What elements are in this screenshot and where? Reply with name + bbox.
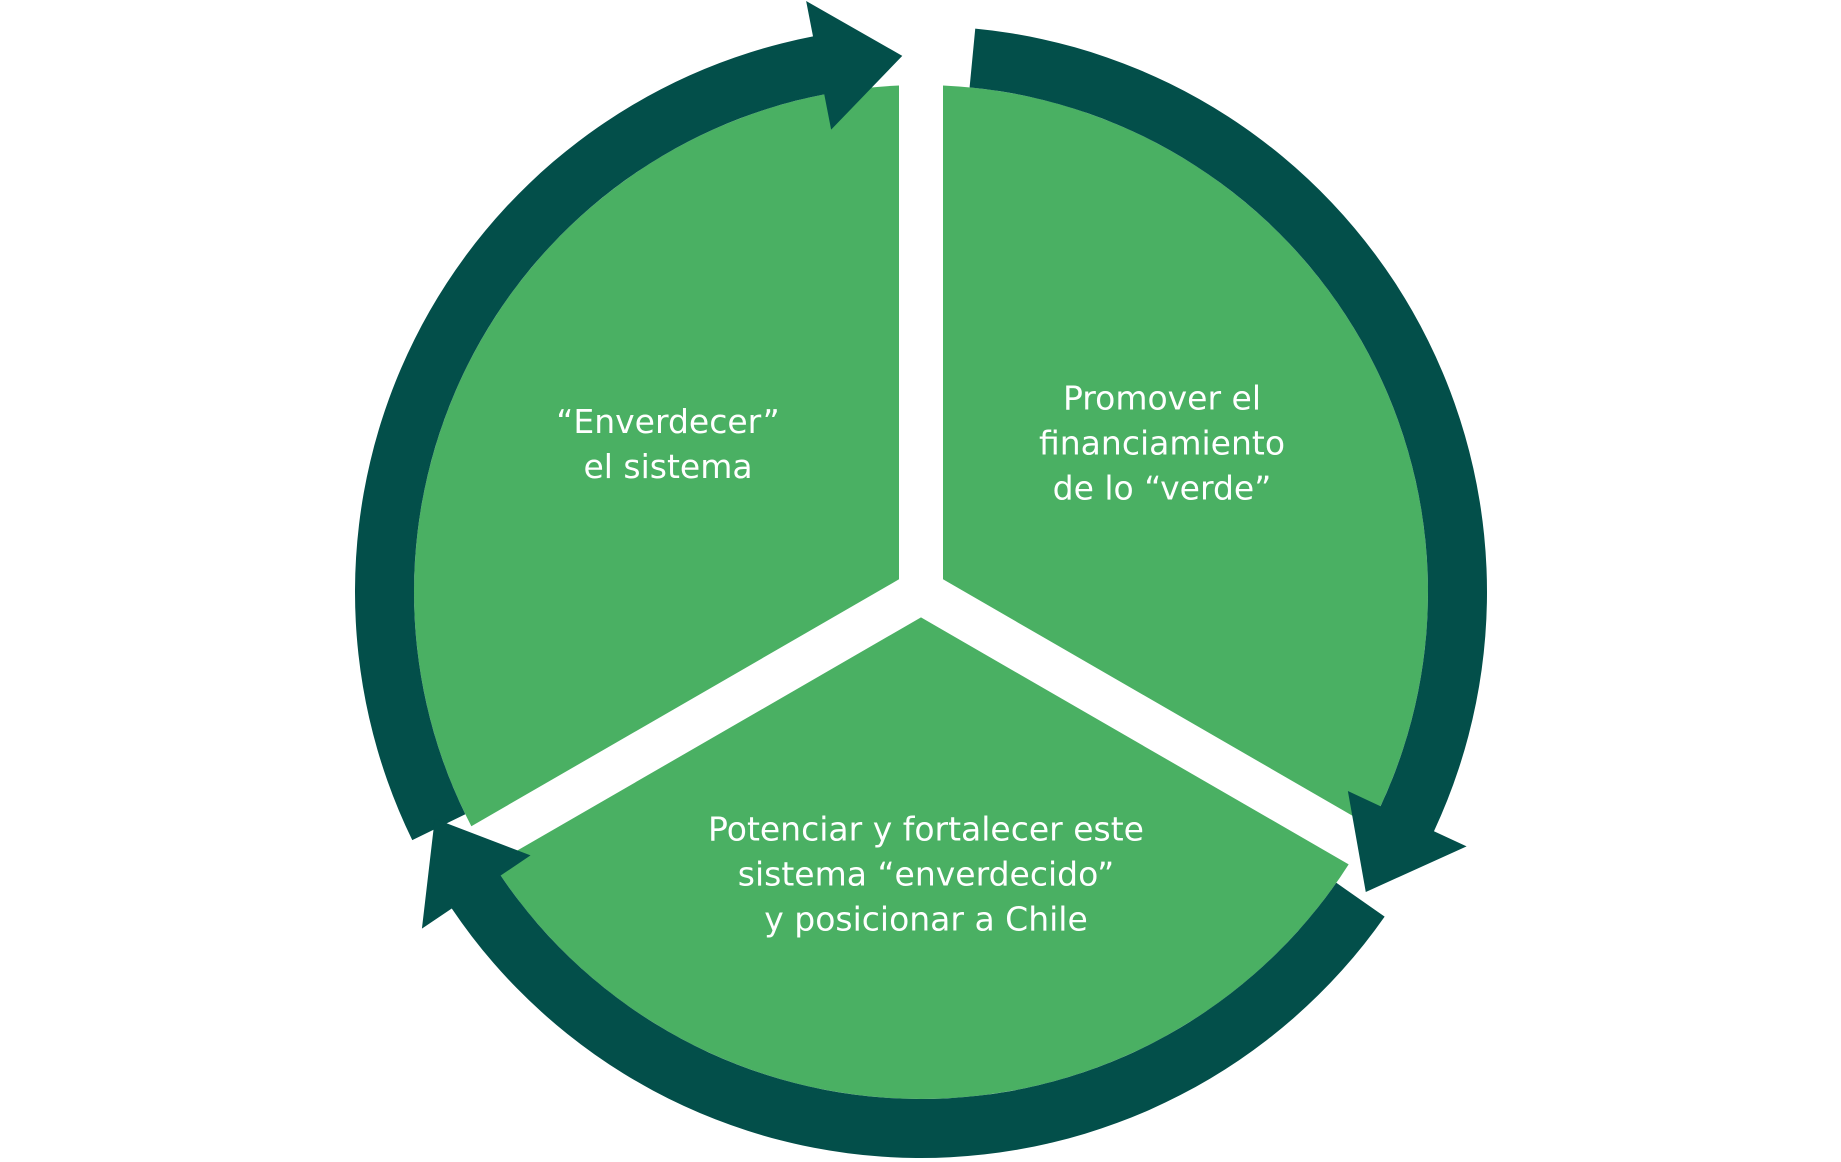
- label-line: financiamiento: [1038, 423, 1286, 463]
- segment-potenciar: [493, 617, 1349, 1099]
- arrow-potenciar-to-enverdecer: [421, 818, 1385, 1158]
- label-line: de lo “verde”: [1052, 468, 1272, 508]
- label-line: y posicionar a Chile: [764, 899, 1088, 939]
- arrows-group: [354, 1, 1488, 1158]
- segments-group: [414, 85, 1428, 1099]
- label-line: Promover el: [1062, 378, 1262, 418]
- arrow-enverdecer-to-promover: [354, 1, 903, 841]
- segment-label-enverdecer: “Enverdecer” el sistema: [556, 399, 779, 489]
- arrow-promover-to-potenciar: [969, 28, 1488, 893]
- label-line: “Enverdecer”: [556, 402, 780, 441]
- label-line: Potenciar y fortalecer este: [708, 809, 1144, 849]
- segment-promover: [943, 85, 1428, 827]
- segment-label-promover: Promover el financiamiento de lo “verde”: [1039, 376, 1285, 511]
- label-line: sistema “enverdecido”: [737, 854, 1115, 894]
- segment-enverdecer: [414, 85, 899, 827]
- label-line: el sistema: [583, 447, 753, 486]
- segment-label-potenciar: Potenciar y fortalecer este sistema “env…: [708, 807, 1144, 942]
